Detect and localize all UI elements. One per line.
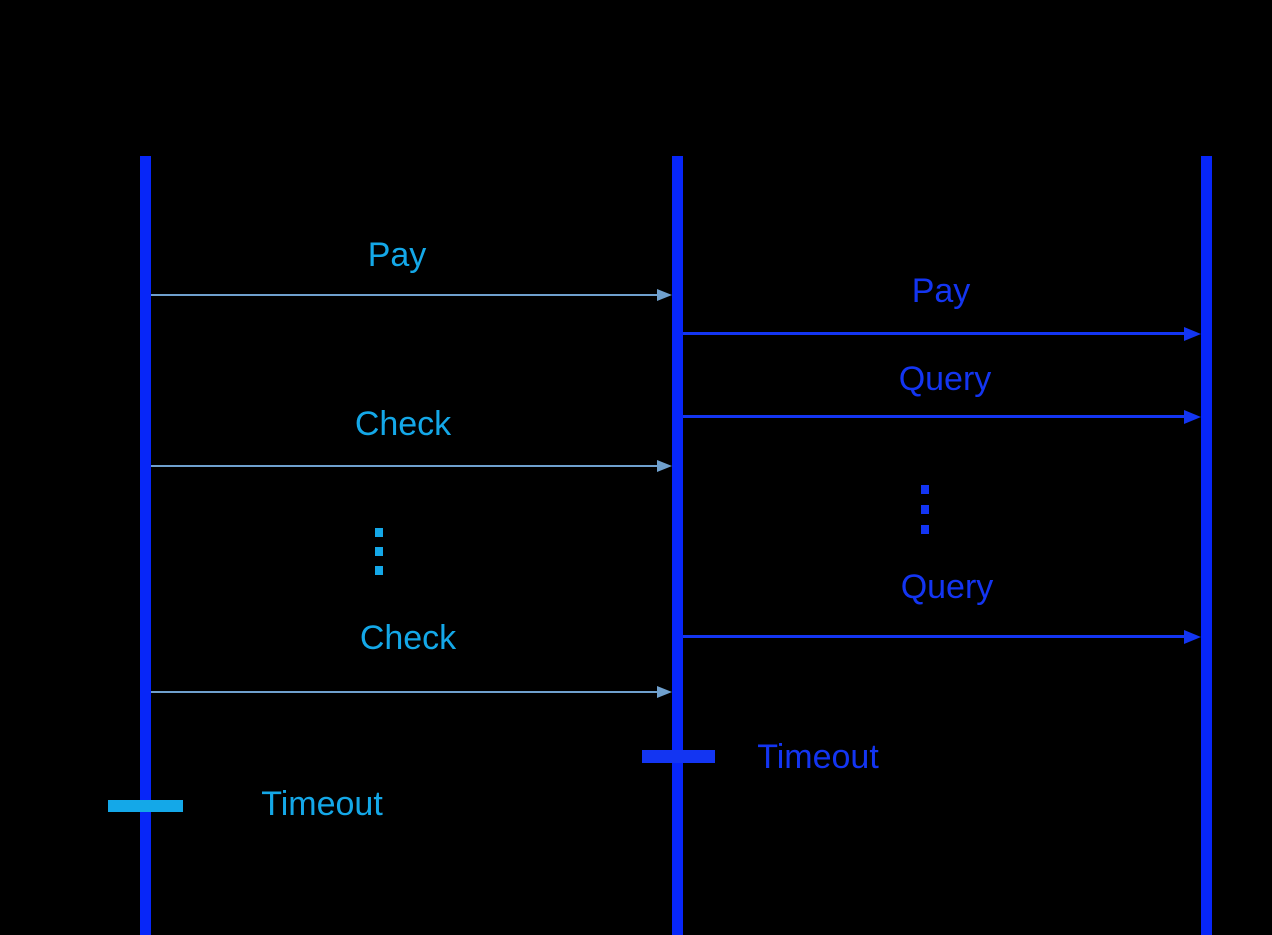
arrowhead-icon [657,460,672,472]
message-label-query-1: Query [898,360,992,398]
ellipsis-dots-right [921,485,929,534]
arrowhead-icon [1184,410,1201,424]
message-label-query-2: Query [900,568,994,606]
arrow-shaft [683,635,1187,638]
message-label-pay-2: Pay [911,272,971,310]
ellipsis-dots-left [375,528,383,575]
arrow-shaft [683,332,1187,335]
arrow-shaft [683,415,1187,418]
message-label-pay-1: Pay [367,236,427,274]
timeout-tick-middle [642,750,715,763]
timeout-label-left: Timeout [261,785,383,823]
arrowhead-icon [657,686,672,698]
message-label-check-1: Check [354,405,452,443]
arrowhead-icon [657,289,672,301]
dot [375,566,383,575]
dot [921,525,929,534]
dot [921,505,929,514]
arrow-shaft [151,294,659,296]
dot [375,528,383,537]
timeout-label-middle: Timeout [757,738,879,776]
dot [921,485,929,494]
message-label-check-2: Check [359,619,457,657]
timeout-tick-left [108,800,183,812]
arrowhead-icon [1184,630,1201,644]
lifeline-3 [1201,156,1212,935]
arrow-shaft [151,691,659,693]
arrow-shaft [151,465,659,467]
dot [375,547,383,556]
lifeline-1 [140,156,151,935]
lifeline-2 [672,156,683,935]
arrowhead-icon [1184,327,1201,341]
